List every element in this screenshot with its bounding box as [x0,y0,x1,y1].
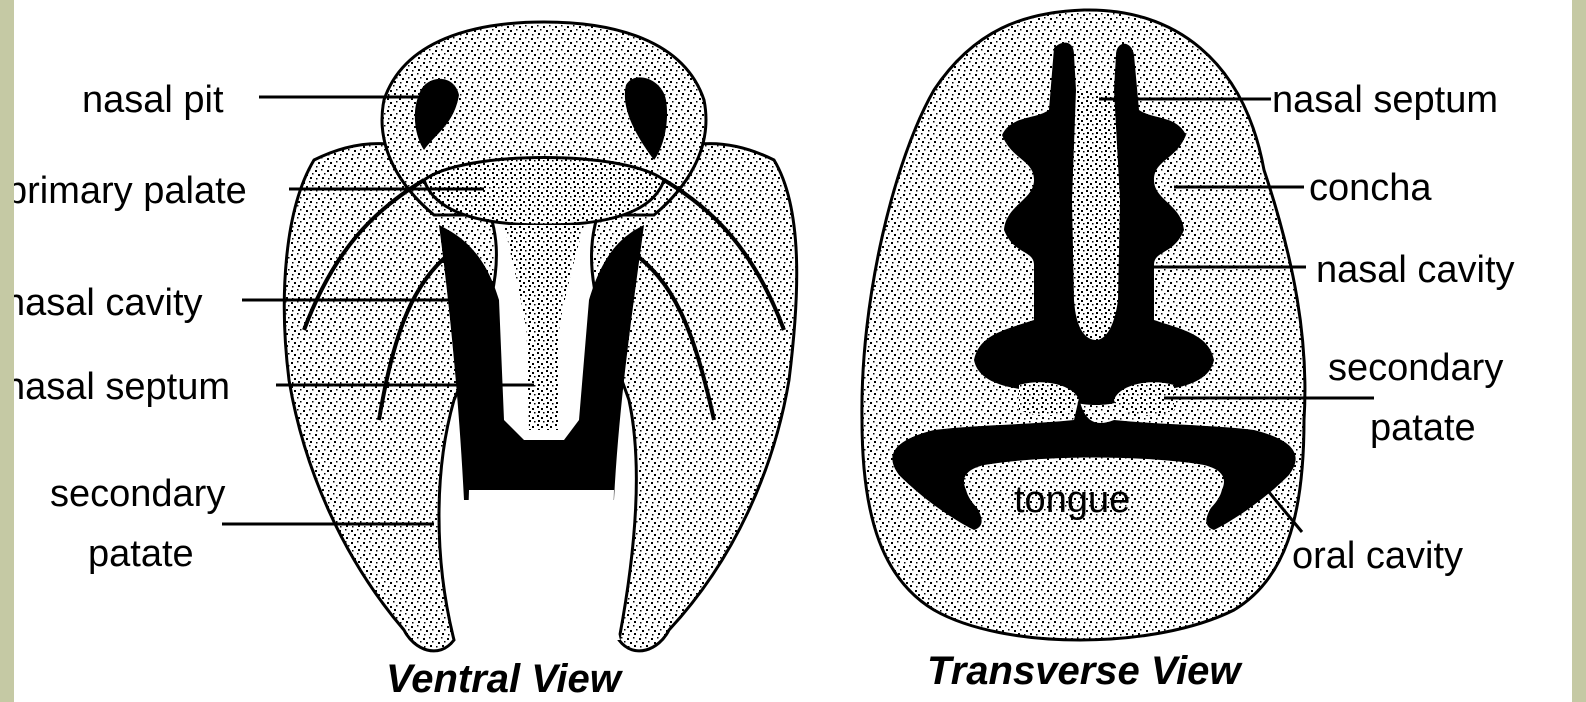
diagram-canvas: nasal pit primary palate nasal cavity na… [14,0,1572,702]
ventral-nasal-septum-shape [504,225,584,430]
caption-ventral-view: Ventral View [386,657,624,701]
label-transverse-secondary-line2: patate [1370,407,1476,449]
label-tongue: tongue [1014,479,1130,521]
ventral-view-figure [284,22,796,651]
transverse-nasal-septum-shape [1072,90,1120,340]
label-concha: concha [1309,167,1432,209]
label-transverse-secondary-line1: secondary [1328,347,1503,389]
label-ventral-nasal-septum: nasal septum [14,366,230,408]
label-ventral-secondary-line1: secondary [50,473,225,515]
caption-transverse-view: Transverse View [927,649,1243,693]
label-primary-palate: primary palate [14,170,247,212]
right-maxillary-process [591,144,796,651]
label-ventral-nasal-cavity: nasal cavity [14,282,203,324]
transverse-view-figure [862,10,1305,640]
ventral-oral-opening [459,490,620,640]
label-oral-cavity: oral cavity [1292,535,1463,577]
palate-development-diagram: nasal pit primary palate nasal cavity na… [14,0,1572,702]
label-transverse-nasal-septum: nasal septum [1272,79,1498,121]
label-nasal-pit: nasal pit [82,79,224,121]
label-transverse-nasal-cavity: nasal cavity [1316,249,1515,291]
label-ventral-secondary-line2: patate [88,533,194,575]
